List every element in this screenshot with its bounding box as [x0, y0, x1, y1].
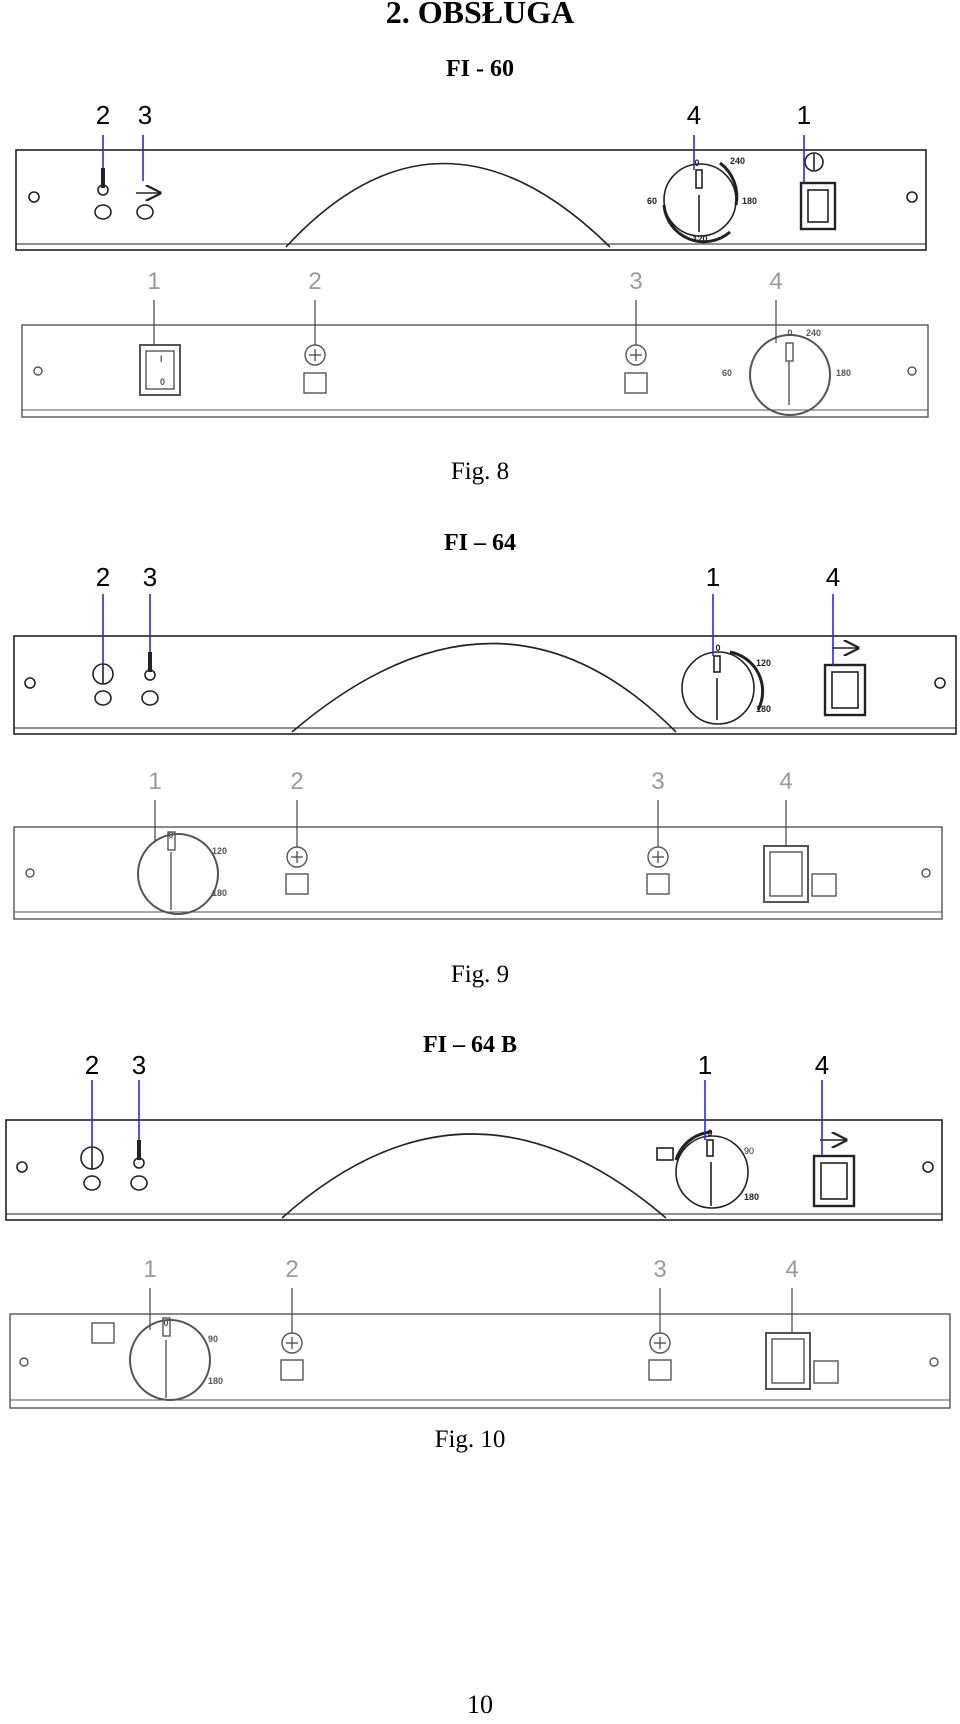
indicator-lamp [141, 690, 159, 706]
dial-scale-label: 90 [744, 1146, 754, 1156]
dial-scale-label: 0 [168, 830, 173, 840]
indicator-lamp [83, 1175, 101, 1191]
dial-scale-label: 180 [744, 1192, 759, 1202]
timer-dial-knob [681, 650, 765, 725]
switch-mark: I [160, 354, 163, 364]
dial-scale-label: 90 [208, 1334, 218, 1344]
callout-number: 1 [697, 1050, 713, 1080]
page-number: 10 [467, 1690, 493, 1719]
dial-scale-label: 120 [756, 658, 771, 668]
dial-scale-label: 180 [212, 888, 227, 898]
dial-scale-label: 60 [647, 196, 657, 206]
callout-number: 1 [148, 768, 162, 795]
callout-number: 1 [705, 562, 721, 592]
timer-dial-knob [674, 1130, 749, 1209]
fi64-front-panel-top [13, 594, 957, 735]
callout-number: 2 [95, 562, 111, 592]
fi64b-front-panel-bottom [9, 1288, 951, 1409]
rocker-switch [812, 1154, 856, 1208]
oven-mode-icon [811, 873, 837, 897]
fi64-front-panel-bottom [13, 800, 943, 920]
callout-number: 4 [779, 768, 793, 795]
indicator-lamp [94, 204, 112, 220]
thermometer-icon [133, 1140, 145, 1169]
power-icon [92, 663, 114, 685]
figure-model-title: FI – 64 [444, 530, 516, 556]
switch-mark: 0 [160, 377, 165, 387]
callout-number: 3 [142, 562, 158, 592]
callout-number: 2 [285, 1256, 299, 1283]
dial-scale-label: 240 [730, 156, 745, 166]
oven-mode-icon [624, 372, 648, 394]
dial-scale-label: 120 [212, 846, 227, 856]
oven-mode-icon [285, 873, 309, 895]
dial-scale-label: 180 [742, 196, 757, 206]
dial-scale-label: 60 [722, 368, 732, 378]
callout-number: 1 [796, 100, 812, 130]
thermometer-icon [144, 652, 156, 681]
callout-number: 3 [629, 268, 643, 295]
dial-scale-label: 240 [806, 328, 821, 338]
dial-scale-label: 0 [163, 1318, 168, 1328]
dial-scale-label: 180 [208, 1376, 223, 1386]
dial-scale-label: 120 [692, 234, 707, 244]
figure-model-title: FI – 64 B [422, 1032, 517, 1058]
fi64b-front-panel-top [5, 1080, 943, 1221]
oven-mode-icon [91, 1322, 115, 1344]
thermometer-icon [97, 168, 109, 196]
callout-number: 1 [143, 1256, 157, 1283]
callout-number: 4 [686, 100, 702, 130]
oven-mode-icon [280, 1359, 304, 1381]
callout-number: 2 [290, 768, 304, 795]
figure-model-title: FI - 60 [446, 56, 514, 82]
dial-scale-label: 0 [694, 158, 699, 168]
indicator-lamp [94, 690, 112, 706]
power-icon [80, 1146, 104, 1170]
page-title: 2. OBSŁUGA [385, 0, 575, 30]
dial-scale-label: 0 [715, 643, 720, 653]
callout-number: 4 [814, 1050, 830, 1080]
figure-caption: Fig. 9 [450, 961, 510, 988]
figure-caption: Fig. 8 [450, 458, 510, 485]
dial-scale-label: 0 [787, 328, 792, 338]
fi60-front-panel-top [15, 135, 927, 251]
callout-number: 3 [137, 100, 153, 130]
callout-number: 3 [131, 1050, 147, 1080]
dial-scale-label: 180 [756, 704, 771, 714]
callout-number: 2 [84, 1050, 100, 1080]
callout-number: 3 [651, 768, 665, 795]
callout-number: 3 [653, 1256, 667, 1283]
callout-number: 4 [785, 1256, 799, 1283]
callout-number: 2 [95, 100, 111, 130]
power-icon [804, 152, 824, 172]
indicator-lamp [136, 204, 154, 220]
indicator-lamp [130, 1175, 148, 1191]
oven-mode-icon [648, 1359, 672, 1381]
callout-number: 4 [825, 562, 841, 592]
figure-caption: Fig. 10 [434, 1426, 506, 1453]
callout-number: 2 [308, 268, 322, 295]
dial-scale-label: 0 [707, 1128, 712, 1138]
oven-mode-icon [656, 1147, 674, 1161]
fi60-front-panel-bottom [21, 300, 929, 418]
oven-mode-icon [303, 372, 327, 394]
oven-mode-icon [646, 873, 670, 895]
oven-mode-icon [813, 1360, 839, 1384]
callout-number: 1 [147, 268, 161, 295]
rocker-switch [823, 663, 867, 717]
timer-dial-knob [662, 161, 739, 244]
dial-scale-label: 180 [836, 368, 851, 378]
callout-number: 4 [769, 268, 783, 295]
rocker-switch [799, 181, 837, 231]
